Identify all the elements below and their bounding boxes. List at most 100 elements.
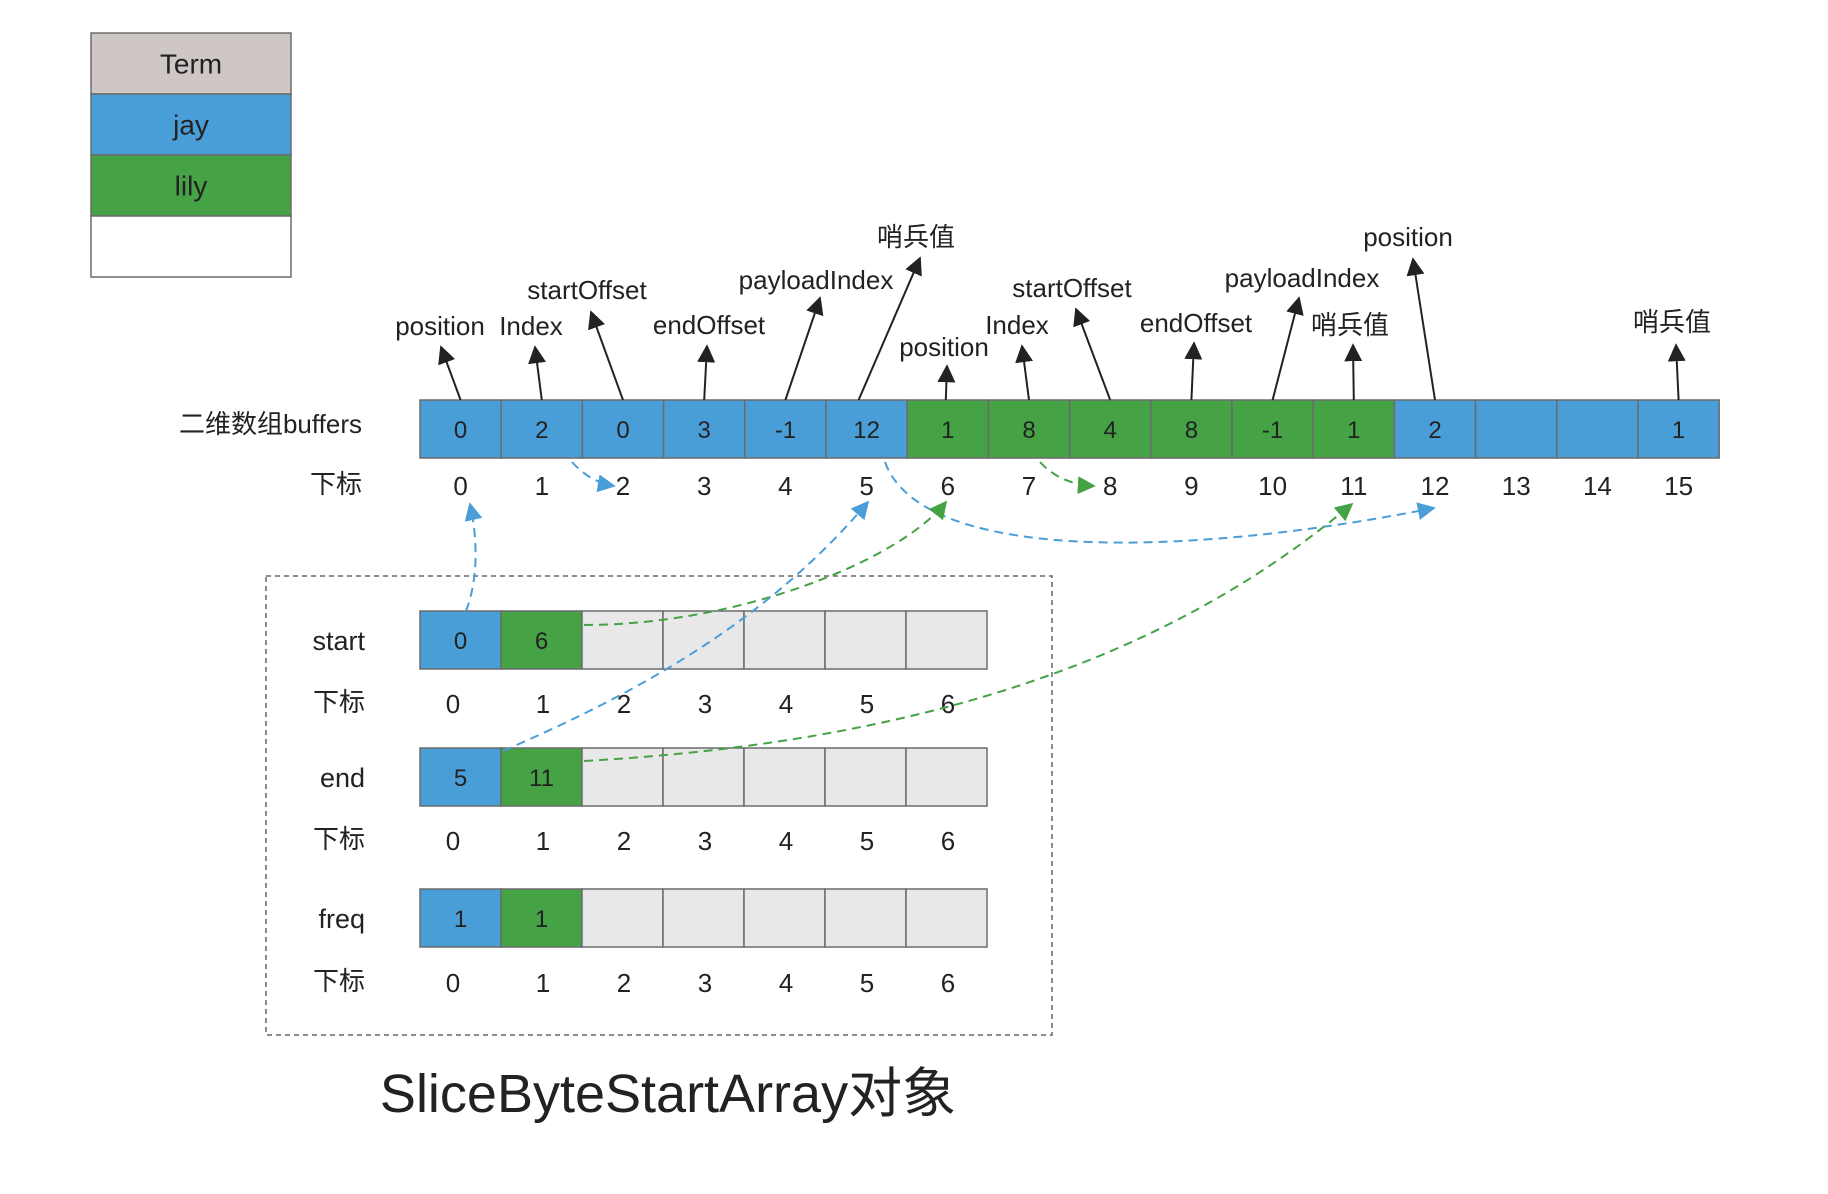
annotation-label: Index: [985, 310, 1049, 340]
array-index: 2: [617, 689, 631, 719]
array-index: 1: [536, 968, 550, 998]
annotation-arrow: [1406, 257, 1436, 401]
array-cell: [581, 610, 664, 670]
array-cell: [662, 888, 745, 948]
array-cell: [419, 610, 502, 670]
buffers-index: 2: [616, 471, 630, 501]
legend-cell-jay: [90, 93, 292, 156]
array-cell: [662, 747, 745, 807]
buffers-cell: [500, 399, 584, 459]
buffers-index: 4: [778, 471, 792, 501]
buffers-cell: [1068, 399, 1152, 459]
array-index: 1: [536, 826, 550, 856]
buffers-cell: [1474, 399, 1558, 459]
annotation-label: 哨兵值: [877, 222, 955, 252]
buffers-index: 13: [1502, 471, 1531, 501]
array-cell-value: 11: [529, 765, 554, 792]
buffers-cell: [906, 399, 990, 459]
annotation-arrow: [937, 364, 956, 401]
buffers-cell-value: 2: [535, 417, 548, 444]
array-index: 0: [446, 826, 460, 856]
annotation-arrow: [1015, 344, 1034, 401]
array-index: 2: [617, 968, 631, 998]
buffers-cell-value: 8: [1022, 417, 1035, 444]
buffers-index: 15: [1664, 471, 1693, 501]
array-cell: [824, 747, 907, 807]
buffers-cell-value: 1: [1672, 417, 1685, 444]
buffers-index: 1: [535, 471, 549, 501]
pointer-arrow-end-1-to-buffers-11: [583, 502, 1354, 762]
buffers-cell-value: 1: [941, 417, 954, 444]
buffers-cell-value: 8: [1185, 417, 1198, 444]
array-cell: [581, 888, 664, 948]
buffers-index: 8: [1103, 471, 1117, 501]
array-name-label: freq: [318, 904, 365, 934]
array-index-label: 下标: [313, 966, 365, 996]
annotation-arrow: [784, 296, 824, 401]
buffers-index: 10: [1258, 471, 1287, 501]
buffers-cell-value: -1: [1262, 417, 1283, 444]
buffers-cell-value: 0: [616, 417, 629, 444]
buffers-cell-value: 2: [1428, 417, 1441, 444]
buffers-cell: [662, 399, 746, 459]
buffers-index: 14: [1583, 471, 1612, 501]
array-name-label: end: [320, 763, 365, 793]
buffers-cell: [1150, 399, 1233, 459]
annotation-label: startOffset: [1012, 273, 1132, 303]
annotation-arrow: [1271, 296, 1304, 401]
array-index: 3: [698, 968, 712, 998]
buffers-index: 12: [1421, 471, 1450, 501]
buffers-label: 二维数组buffers: [179, 409, 362, 439]
annotation-arrow: [697, 344, 716, 401]
buffers-cell: [1393, 399, 1477, 459]
array-cell: [905, 747, 988, 807]
array-index: 3: [698, 689, 712, 719]
pointer-arrow-end-0-to-buffers-5: [502, 500, 870, 752]
array-cell-value: 1: [454, 906, 467, 933]
array-cell: [824, 610, 907, 670]
buffers-cell-value: -1: [775, 417, 796, 444]
annotation-label: 哨兵值: [1311, 310, 1389, 340]
buffers-cell-value: 3: [698, 417, 711, 444]
legend-label: lily: [175, 171, 208, 202]
buffers-index: 11: [1340, 471, 1367, 501]
annotation-label: position: [1363, 222, 1453, 252]
legend-cell-term: [90, 32, 292, 95]
buffers-index: 3: [697, 471, 711, 501]
buffers-cell-value: 12: [853, 417, 880, 444]
annotation-arrow: [588, 310, 624, 401]
array-index-label: 下标: [313, 824, 365, 854]
annotation-label: position: [899, 332, 989, 362]
annotation-label: Index: [499, 311, 563, 341]
annotation-label: payloadIndex: [739, 265, 894, 295]
buffers-cell-value: 4: [1104, 417, 1117, 444]
annotation-arrow: [1073, 307, 1112, 401]
annotation-label: payloadIndex: [1225, 263, 1380, 293]
buffers-cell: [744, 399, 827, 459]
slice-object-title: SliceByteStartArray对象: [380, 1064, 956, 1124]
buffers-index: 9: [1184, 471, 1198, 501]
annotation-arrow: [528, 345, 546, 401]
array-index: 0: [446, 689, 460, 719]
array-index: 2: [617, 826, 631, 856]
buffers-index: 5: [859, 471, 873, 501]
array-index-label: 下标: [313, 687, 365, 717]
legend-cell-empty: [90, 215, 292, 278]
buffers-cell: [581, 399, 665, 459]
pointer-arrow-buffers-1-to-buffers-2: [571, 461, 616, 493]
annotation-label: startOffset: [527, 275, 647, 305]
array-cell: [500, 888, 583, 948]
array-cell: [743, 610, 826, 670]
array-index: 5: [860, 689, 874, 719]
buffers-index: 6: [941, 471, 955, 501]
array-cell-value: 0: [454, 628, 467, 655]
array-index: 3: [698, 826, 712, 856]
